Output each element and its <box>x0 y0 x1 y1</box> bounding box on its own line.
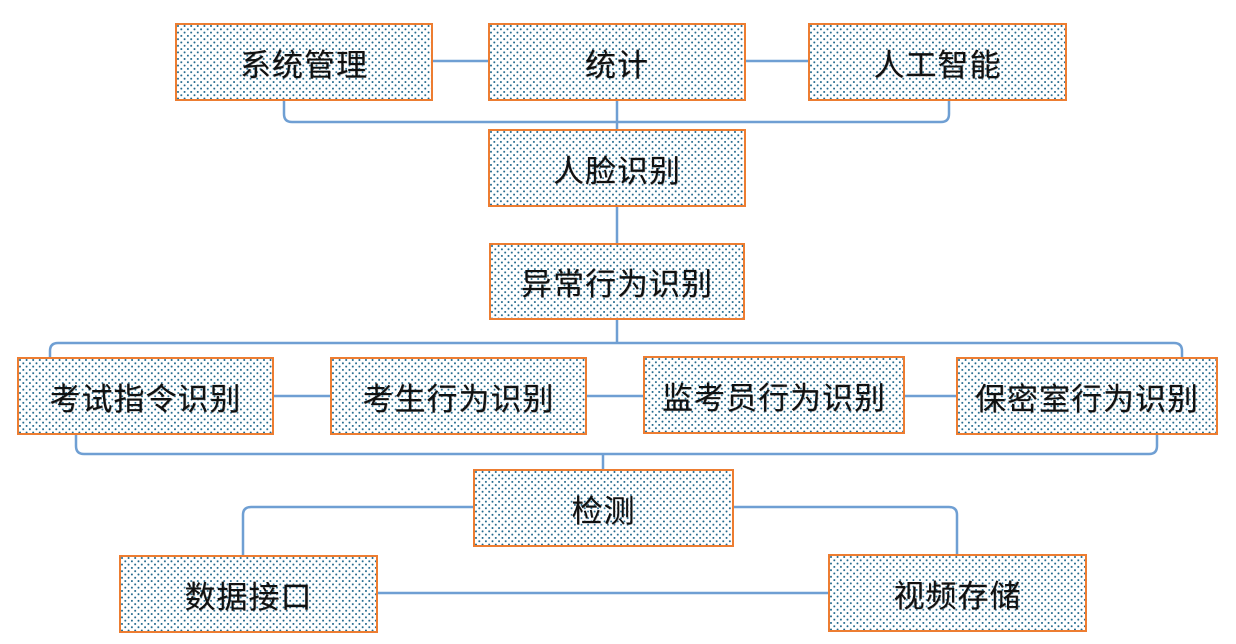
node-face-recognition[interactable]: 人脸识别 <box>488 129 746 207</box>
connector-lower-bus <box>74 435 1159 456</box>
node-artificial-intelligence[interactable]: 人工智能 <box>808 23 1067 101</box>
node-exam-instruction-recognition-label: 考试指令识别 <box>49 381 242 417</box>
node-system-management-label: 系统管理 <box>240 47 368 83</box>
node-examinee-behavior-recognition-label: 考生行为识别 <box>362 381 555 417</box>
node-data-interface[interactable]: 数据接口 <box>119 555 378 633</box>
node-system-management[interactable]: 系统管理 <box>175 23 433 101</box>
node-secrecy-room-behavior-recognition-label: 保密室行为识别 <box>975 381 1199 417</box>
connector-top-bus <box>282 101 951 124</box>
node-video-storage-label: 视频存储 <box>893 578 1022 614</box>
node-abnormal-behavior-recognition[interactable]: 异常行为识别 <box>489 243 745 320</box>
node-abnormal-behavior-recognition-label: 异常行为识别 <box>521 267 713 302</box>
node-detection-label: 检测 <box>571 493 636 529</box>
node-video-storage[interactable]: 视频存储 <box>828 554 1087 632</box>
connector-detection-to-data-interface <box>241 505 473 555</box>
node-secrecy-room-behavior-recognition[interactable]: 保密室行为识别 <box>956 357 1218 435</box>
node-statistics[interactable]: 统计 <box>488 23 746 101</box>
node-invigilator-behavior-recognition[interactable]: 监考员行为识别 <box>643 356 905 434</box>
node-statistics-label: 统计 <box>585 47 649 83</box>
node-face-recognition-label: 人脸识别 <box>553 153 681 189</box>
connector-row4-bus <box>48 341 1184 357</box>
connector-detection-to-video-storage <box>734 505 959 554</box>
node-detection[interactable]: 检测 <box>473 469 734 547</box>
node-invigilator-behavior-recognition-label: 监考员行为识别 <box>662 380 886 416</box>
node-exam-instruction-recognition[interactable]: 考试指令识别 <box>17 357 274 435</box>
node-examinee-behavior-recognition[interactable]: 考生行为识别 <box>330 357 587 435</box>
node-data-interface-label: 数据接口 <box>184 579 313 615</box>
node-artificial-intelligence-label: 人工智能 <box>873 47 1002 83</box>
